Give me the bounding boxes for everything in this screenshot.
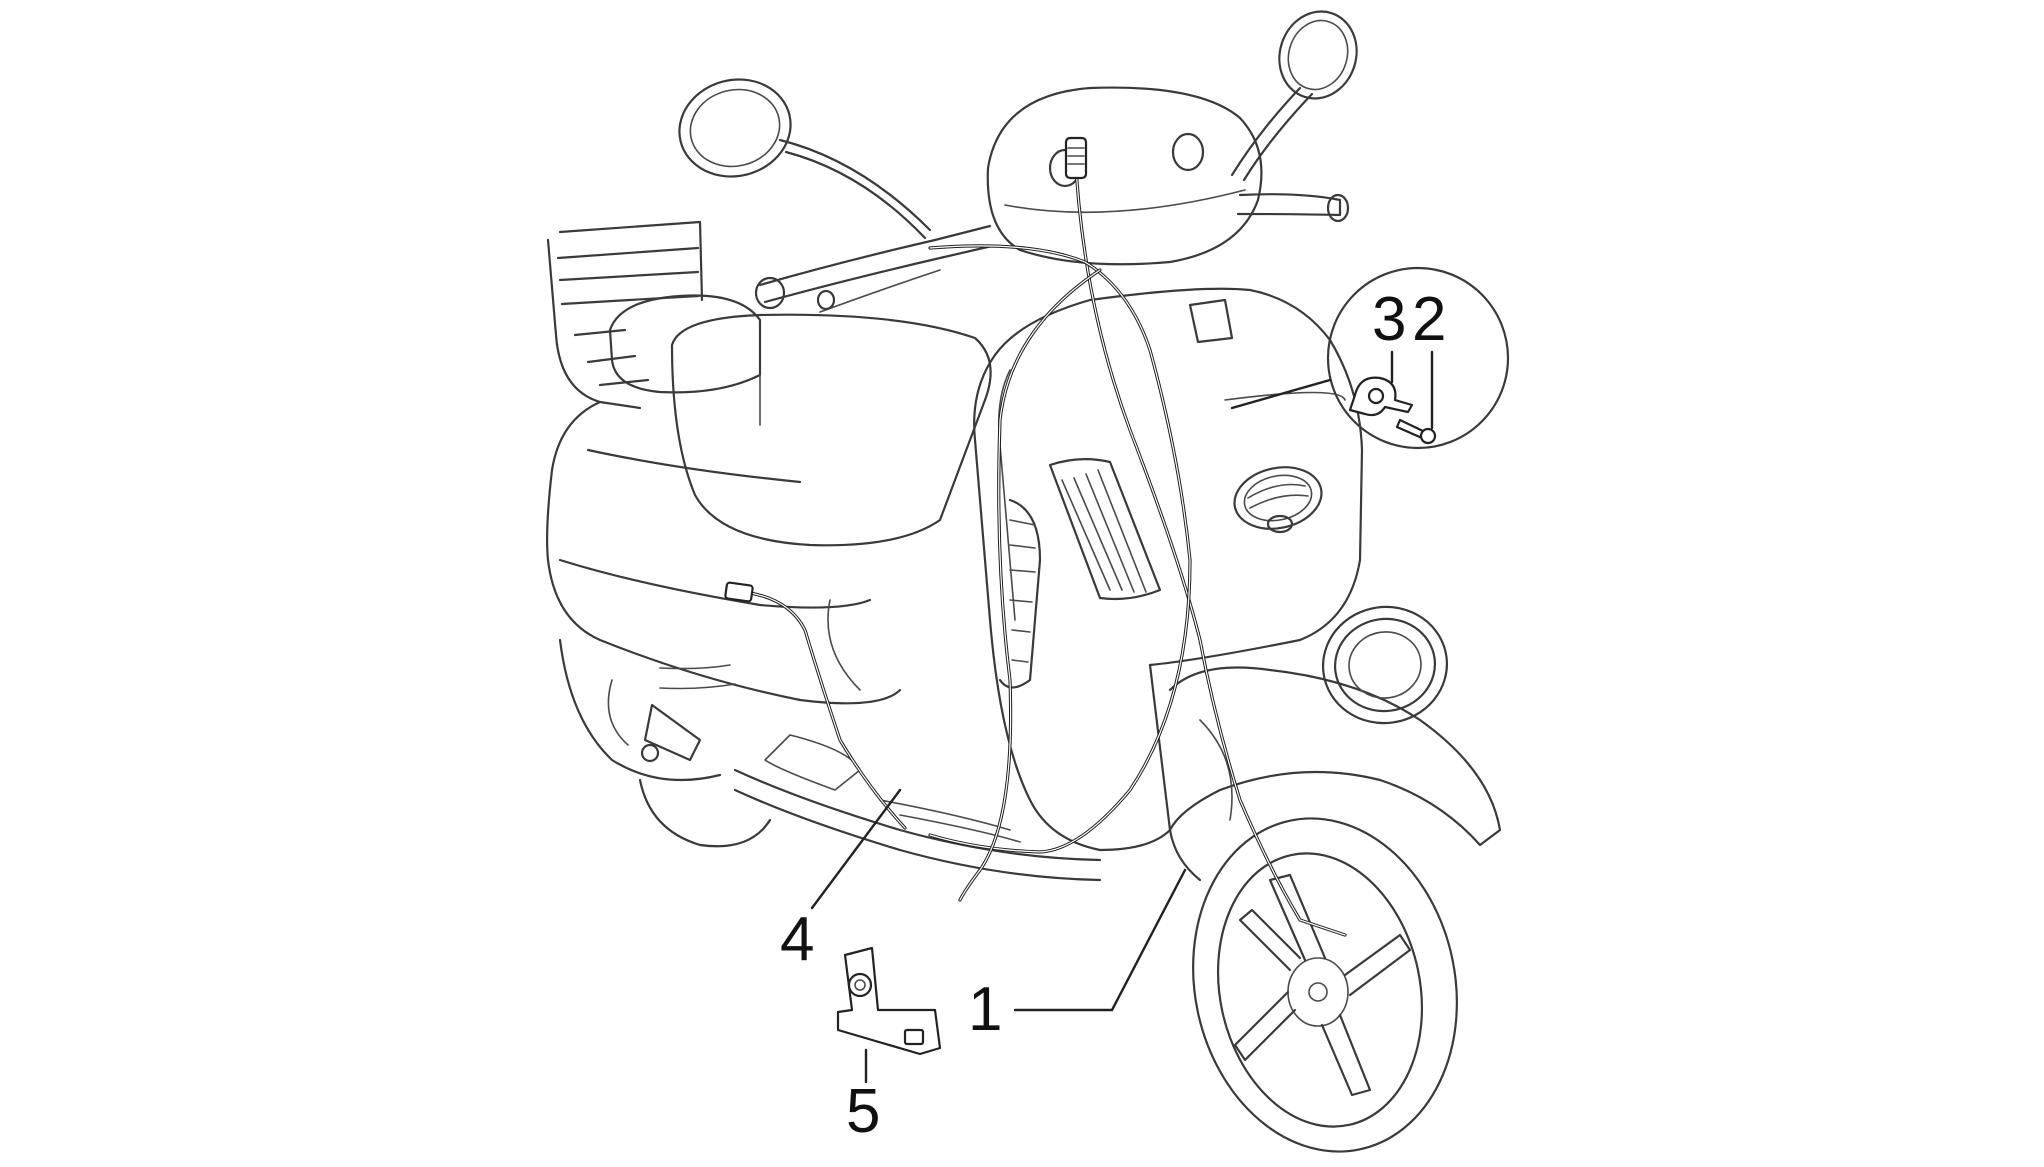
rear-rack: [546, 220, 704, 410]
callout-1: 1: [968, 975, 1002, 1044]
detail-inset: [1230, 266, 1510, 450]
headlight: [1321, 605, 1449, 725]
shield-vents: [998, 458, 1162, 689]
callout-3: 3: [1372, 285, 1406, 354]
left-mirror: [678, 78, 932, 240]
legshield: [973, 287, 1364, 852]
leader-lines: [810, 788, 1187, 1012]
front-fork: [1148, 663, 1202, 882]
callout-5: 5: [846, 1077, 880, 1146]
front-fender: [1168, 666, 1502, 847]
rear-wheel: [638, 778, 772, 848]
speedometer-cable: [1064, 136, 1347, 937]
callout-labels: 1 2 3 4 5: [780, 285, 1446, 1146]
brake-cable-front: [928, 244, 1192, 854]
seat: [608, 294, 992, 547]
brake-cable-shield: [958, 268, 1102, 902]
callout-2: 2: [1412, 285, 1446, 354]
floorboard: [733, 734, 1102, 882]
handlebars: [754, 193, 1350, 313]
headset: [986, 86, 1263, 266]
scooter-illustration: [546, 10, 1502, 1153]
right-mirror: [1230, 10, 1358, 182]
front-wheel: [1192, 817, 1458, 1153]
rear-brake-cable: [724, 581, 907, 830]
callout-4: 4: [780, 905, 814, 974]
rear-body: [546, 400, 902, 782]
part-5-bracket: [836, 946, 942, 1084]
